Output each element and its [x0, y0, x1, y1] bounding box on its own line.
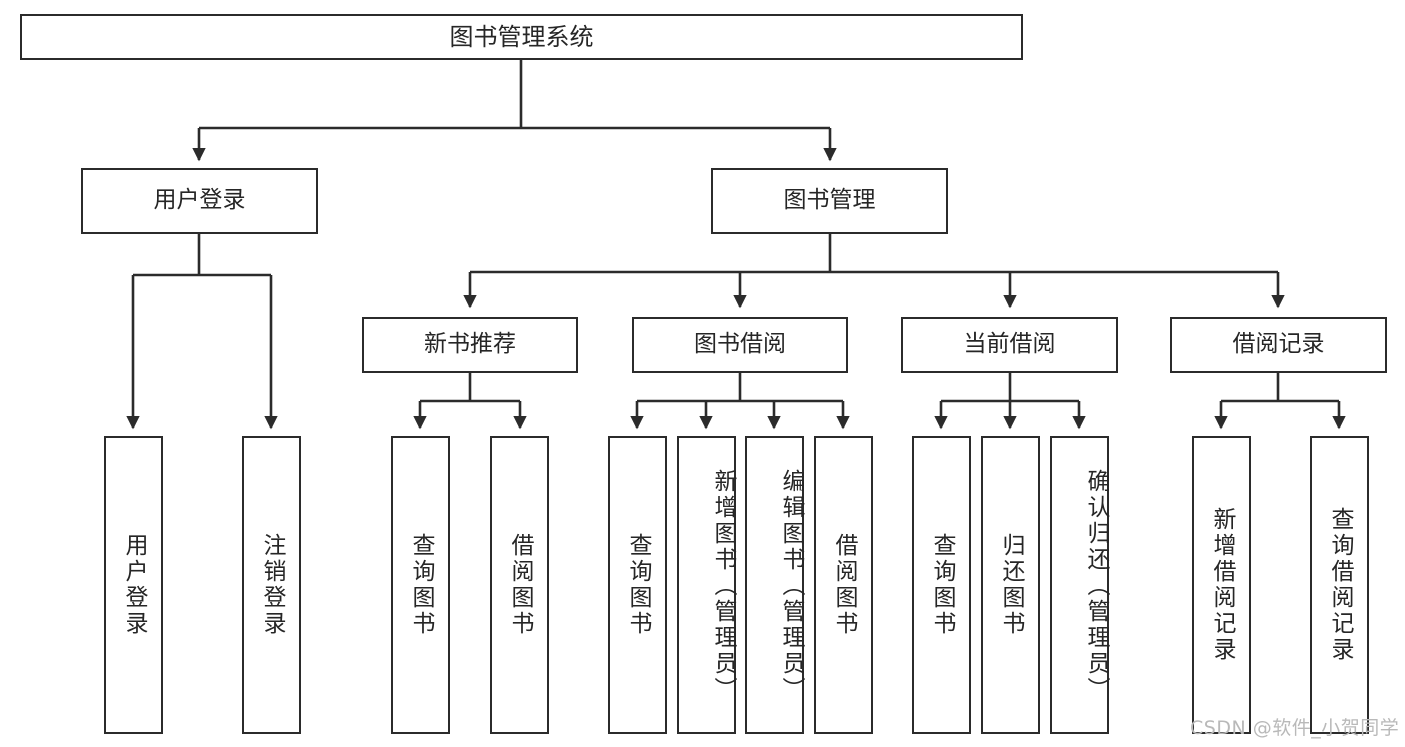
leaf-user-login-signin[interactable]: 用户登录: [104, 436, 163, 734]
node-book-borrow[interactable]: 图书借阅: [632, 317, 848, 373]
leaf-recommend-borrow-book[interactable]: 借阅图书: [490, 436, 549, 734]
leaf-current-confirm-return-admin[interactable]: 确认归还（管理员）: [1050, 436, 1109, 734]
csdn-watermark: CSDN @软件_小贺同学: [1190, 717, 1400, 739]
node-borrow-record[interactable]: 借阅记录: [1170, 317, 1387, 373]
leaf-user-login-signout[interactable]: 注销登录: [242, 436, 301, 734]
node-user-login[interactable]: 用户登录: [81, 168, 318, 234]
leaf-borrow-query-book[interactable]: 查询图书: [608, 436, 667, 734]
leaf-record-query-record[interactable]: 查询借阅记录: [1310, 436, 1369, 734]
leaf-recommend-query-book[interactable]: 查询图书: [391, 436, 450, 734]
node-current-borrow[interactable]: 当前借阅: [901, 317, 1118, 373]
leaf-borrow-borrow-book[interactable]: 借阅图书: [814, 436, 873, 734]
leaf-record-add-record[interactable]: 新增借阅记录: [1192, 436, 1251, 734]
leaf-current-query-book[interactable]: 查询图书: [912, 436, 971, 734]
leaf-borrow-edit-book-admin[interactable]: 编辑图书（管理员）: [745, 436, 804, 734]
node-root-system[interactable]: 图书管理系统: [20, 14, 1023, 60]
node-new-book-recommend[interactable]: 新书推荐: [362, 317, 578, 373]
leaf-borrow-add-book-admin[interactable]: 新增图书（管理员）: [677, 436, 736, 734]
node-book-management[interactable]: 图书管理: [711, 168, 948, 234]
leaf-current-return-book[interactable]: 归还图书: [981, 436, 1040, 734]
